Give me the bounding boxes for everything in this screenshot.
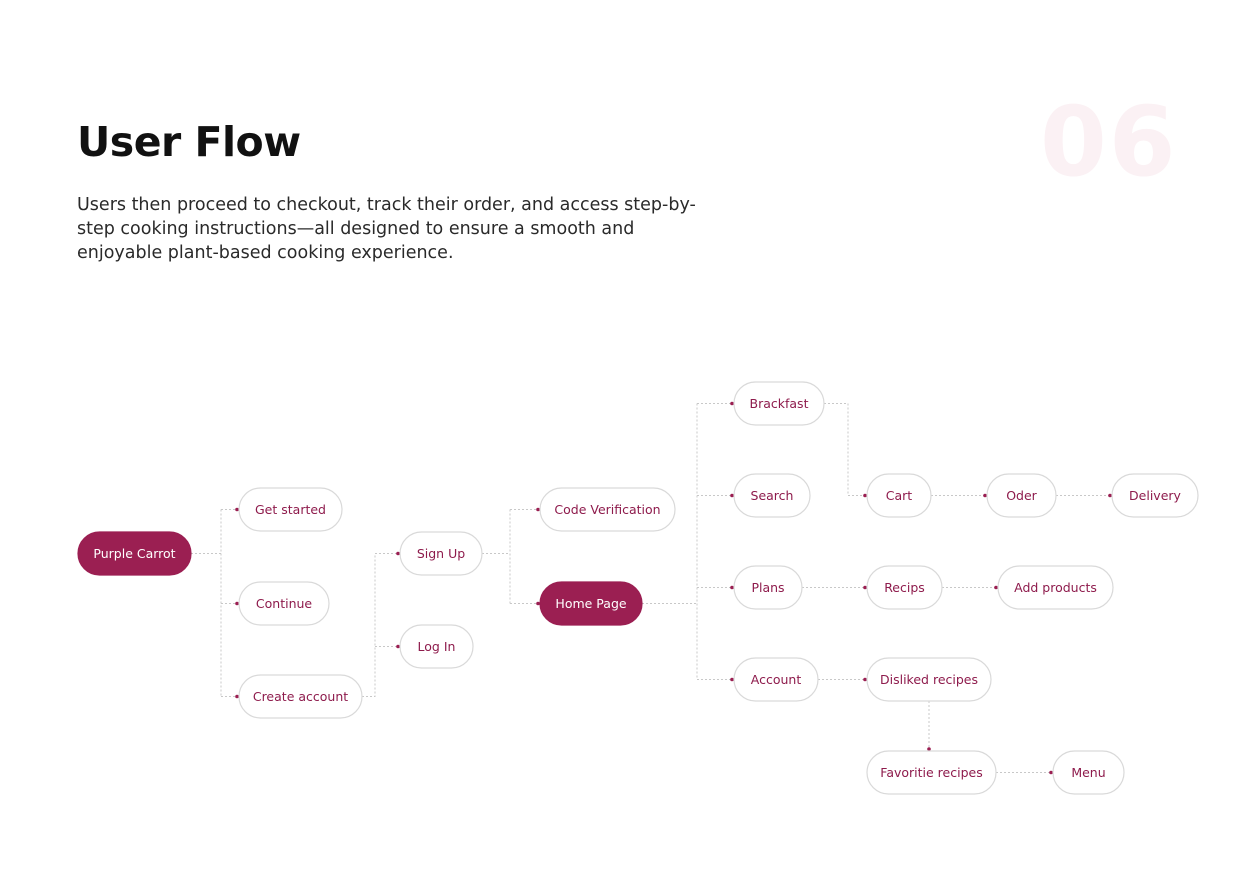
- section-number: 06: [1040, 86, 1178, 198]
- flow-node-home-page: Home Page: [539, 581, 643, 626]
- flow-node-label-log-in: Log In: [418, 639, 456, 654]
- flow-node-box-disliked-recipes: [866, 657, 992, 702]
- flow-node-box-log-in: [399, 624, 474, 669]
- flow-node-label-disliked-recipes: Disliked recipes: [880, 672, 978, 687]
- flow-node-recips: Recips: [866, 565, 943, 610]
- flow-node-label-home-page: Home Page: [555, 596, 626, 611]
- flow-node-box-account: [733, 657, 819, 702]
- flow-node-continue: Continue: [238, 581, 330, 626]
- flow-node-search: Search: [733, 473, 811, 518]
- flow-node-label-sign-up: Sign Up: [417, 546, 465, 561]
- flow-node-sign-up: Sign Up: [399, 531, 483, 576]
- connector-dot-code-verification: [536, 507, 540, 512]
- connector-home-page-branch: [642, 403, 734, 680]
- connector-dot-add-products: [994, 585, 998, 590]
- flow-node-box-plans: [733, 565, 803, 610]
- flow-node-box-home-page: [539, 581, 643, 626]
- connector-dot-sign-up: [396, 551, 400, 556]
- flow-node-box-oder: [986, 473, 1057, 518]
- connector-dot-account: [730, 677, 734, 682]
- flow-node-label-get-started: Get started: [255, 502, 326, 517]
- connector-create-account-branch: [362, 553, 400, 697]
- flow-node-log-in: Log In: [399, 624, 474, 669]
- flow-node-box-create-account: [238, 674, 363, 719]
- flow-node-brackfast: Brackfast: [733, 381, 825, 426]
- flow-node-label-recips: Recips: [884, 580, 925, 595]
- connector-dot-get-started: [235, 507, 239, 512]
- connector-dot-plans: [730, 585, 734, 590]
- flow-node-box-add-products: [997, 565, 1114, 610]
- connector-dot-create-account: [235, 694, 239, 699]
- flow-node-disliked-recipes: Disliked recipes: [866, 657, 992, 702]
- flow-node-box-menu: [1052, 750, 1125, 795]
- connector-dot-oder: [983, 493, 987, 498]
- flow-node-label-search: Search: [751, 488, 794, 503]
- connector-dot-cart: [863, 493, 867, 498]
- flow-node-box-search: [733, 473, 811, 518]
- flow-node-label-account: Account: [751, 672, 802, 687]
- flow-node-box-purple-carrot: [77, 531, 192, 576]
- flow-node-add-products: Add products: [997, 565, 1114, 610]
- connector-dot-search: [730, 493, 734, 498]
- flow-node-box-favoritie-recipes: [866, 750, 997, 795]
- flow-node-menu: Menu: [1052, 750, 1125, 795]
- connector-dot-disliked-recipes: [863, 677, 867, 682]
- page-description: Users then proceed to checkout, track th…: [77, 195, 696, 263]
- flow-node-label-brackfast: Brackfast: [750, 396, 809, 411]
- flow-node-label-purple-carrot: Purple Carrot: [93, 546, 175, 561]
- flow-node-favoritie-recipes: Favoritie recipes: [866, 750, 997, 795]
- flow-node-label-delivery: Delivery: [1129, 488, 1181, 503]
- flow-node-cart: Cart: [866, 473, 932, 518]
- flow-node-plans: Plans: [733, 565, 803, 610]
- connector-dot-continue: [235, 601, 239, 606]
- connector-brackfast-cart: [824, 403, 867, 496]
- flow-node-box-delivery: [1111, 473, 1199, 518]
- flow-node-box-code-verification: [539, 487, 676, 532]
- page-title: User Flow: [77, 118, 301, 166]
- connector-purple-carrot-branch: [191, 509, 239, 697]
- flow-node-label-oder: Oder: [1006, 488, 1037, 503]
- flow-node-get-started: Get started: [238, 487, 343, 532]
- flow-node-label-plans: Plans: [751, 580, 784, 595]
- connector-dot-home-page: [536, 601, 540, 606]
- connector-dot-menu: [1049, 770, 1053, 775]
- flow-node-box-recips: [866, 565, 943, 610]
- connector-dot-recips: [863, 585, 867, 590]
- flow-node-box-get-started: [238, 487, 343, 532]
- flow-node-oder: Oder: [986, 473, 1057, 518]
- connector-dot-brackfast: [730, 401, 734, 406]
- flow-node-label-cart: Cart: [886, 488, 913, 503]
- flow-node-box-sign-up: [399, 531, 483, 576]
- flow-node-label-create-account: Create account: [253, 689, 348, 704]
- flow-node-label-menu: Menu: [1071, 765, 1105, 780]
- connector-sign-up-branch: [482, 509, 540, 604]
- connector-dot-delivery: [1108, 493, 1112, 498]
- flow-node-code-verification: Code Verification: [539, 487, 676, 532]
- flow-node-box-cart: [866, 473, 932, 518]
- flow-node-label-add-products: Add products: [1014, 580, 1097, 595]
- flow-node-label-favoritie-recipes: Favoritie recipes: [880, 765, 982, 780]
- flow-node-box-continue: [238, 581, 330, 626]
- connector-dot-log-in: [396, 644, 400, 649]
- flow-node-create-account: Create account: [238, 674, 363, 719]
- flow-node-delivery: Delivery: [1111, 473, 1199, 518]
- flow-node-purple-carrot: Purple Carrot: [77, 531, 192, 576]
- flow-node-account: Account: [733, 657, 819, 702]
- connector-dot-favoritie-recipes: [927, 747, 931, 751]
- flow-node-box-brackfast: [733, 381, 825, 426]
- flow-node-label-code-verification: Code Verification: [554, 502, 660, 517]
- connectors-layer: [191, 401, 1112, 775]
- flow-node-label-continue: Continue: [256, 596, 313, 611]
